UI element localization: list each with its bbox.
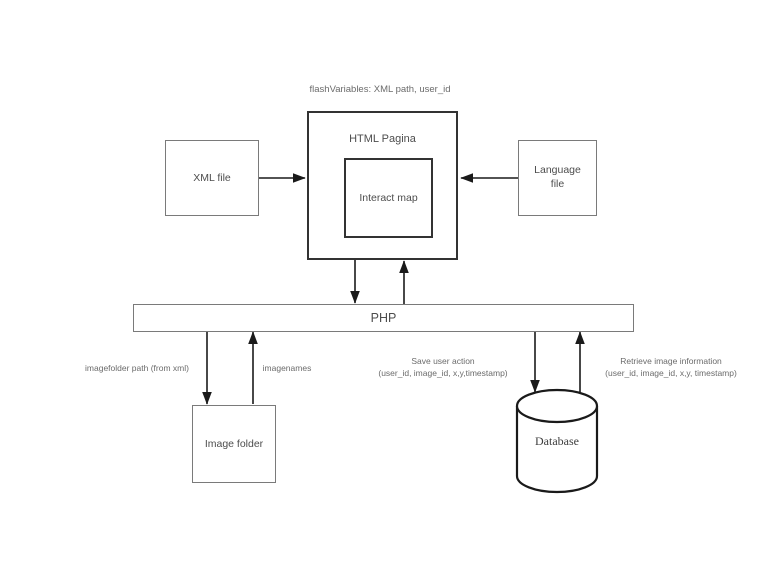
label-retrieve-image-info-line1: Retrieve image information	[620, 356, 722, 366]
node-html-page-label: HTML Pagina	[349, 133, 416, 145]
node-database[interactable]: Database	[507, 434, 607, 449]
node-language-file[interactable]: Language file	[518, 140, 597, 216]
node-interact-map-label: Interact map	[359, 192, 418, 204]
node-php[interactable]: PHP	[133, 304, 634, 332]
node-interact-map[interactable]: Interact map	[344, 158, 433, 238]
node-xml-file-label: XML file	[193, 172, 231, 184]
label-imagenames: imagenames	[262, 363, 312, 373]
label-retrieve-image-info-line2: (user_id, image_id, x,y, timestamp)	[605, 368, 737, 378]
label-imagefolder-path: imagefolder path (from xml)	[85, 363, 189, 373]
node-language-file-label-line1: Language	[534, 164, 581, 177]
node-xml-file[interactable]: XML file	[165, 140, 259, 216]
node-database-label: Database	[535, 434, 579, 448]
node-image-folder[interactable]: Image folder	[192, 405, 276, 483]
flashvariables-label: flashVariables: XML path, user_id	[309, 84, 451, 95]
node-image-folder-label: Image folder	[204, 438, 264, 450]
node-php-label: PHP	[370, 311, 397, 325]
node-language-file-label-line2: file	[550, 178, 565, 190]
label-save-user-action-line1: Save user action	[411, 356, 475, 366]
label-save-user-action-line2: (user_id, image_id, x,y,timestamp)	[378, 368, 508, 378]
